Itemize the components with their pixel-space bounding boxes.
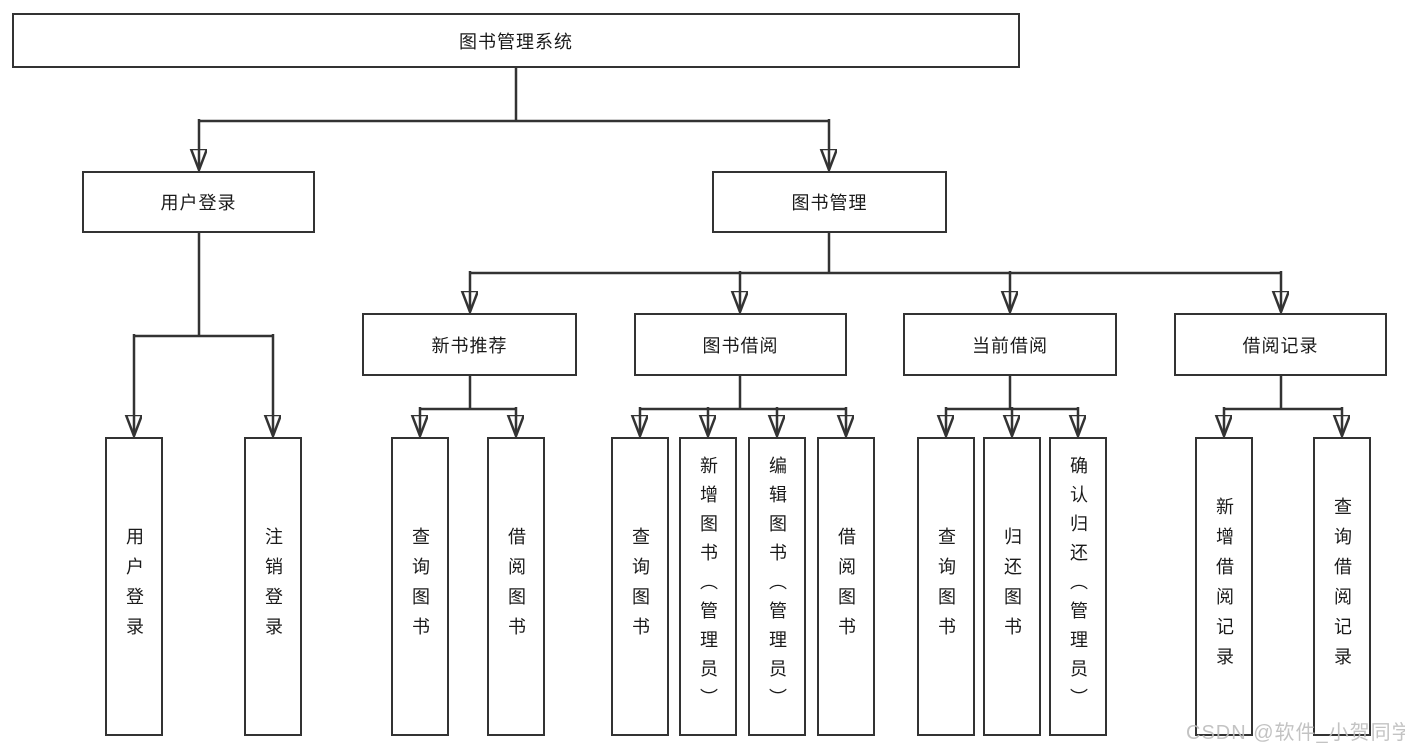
leaf-edit-book-admin: 编辑图书（管理员） <box>748 437 806 736</box>
node-borrow-records: 借阅记录 <box>1174 313 1387 376</box>
node-root-system: 图书管理系统 <box>12 13 1020 68</box>
node-borrow-records-label: 借阅记录 <box>1242 335 1319 356</box>
leaf-query-books-2-label: 查询图书 <box>630 526 650 647</box>
leaf-query-books-1-label: 查询图书 <box>410 526 430 647</box>
leaf-borrow-books-1: 借阅图书 <box>487 437 545 736</box>
node-current-borrow: 当前借阅 <box>903 313 1117 376</box>
node-book-mgmt-label: 图书管理 <box>791 193 868 213</box>
node-user-login: 用户登录 <box>82 171 315 233</box>
leaf-add-borrow-record: 新增借阅记录 <box>1195 437 1253 736</box>
node-new-book-rec-label: 新书推荐 <box>431 335 508 356</box>
node-user-login-label: 用户登录 <box>160 193 237 213</box>
leaf-add-borrow-record-label: 新增借阅记录 <box>1214 496 1234 677</box>
leaf-query-borrow-record: 查询借阅记录 <box>1313 437 1371 736</box>
leaf-user-login-label: 用户登录 <box>124 526 144 647</box>
leaf-borrow-books-1-label: 借阅图书 <box>506 526 526 647</box>
node-root-system-label: 图书管理系统 <box>459 31 573 52</box>
leaf-user-login: 用户登录 <box>105 437 163 736</box>
leaf-borrow-books-2-label: 借阅图书 <box>836 526 856 647</box>
leaf-query-books-3-label: 查询图书 <box>936 526 956 647</box>
node-book-borrow-label: 图书借阅 <box>702 335 779 356</box>
node-new-book-rec: 新书推荐 <box>362 313 577 376</box>
connector-user-login-trunk <box>134 233 273 338</box>
connector-book-mgmt-trunk <box>470 233 1281 275</box>
connector-current-borrow-trunk <box>946 376 1078 411</box>
connector-new-book-rec-trunk <box>420 376 516 411</box>
node-book-mgmt: 图书管理 <box>712 171 947 233</box>
connector-book-borrow-trunk <box>640 376 846 411</box>
leaf-edit-book-admin-label: 编辑图书（管理员） <box>767 456 787 717</box>
leaf-query-books-3: 查询图书 <box>917 437 975 736</box>
leaf-query-books-2: 查询图书 <box>611 437 669 736</box>
leaf-return-book: 归还图书 <box>983 437 1041 736</box>
leaf-logout-label: 注销登录 <box>263 526 283 647</box>
watermark-text: CSDN @软件_小贺同学 <box>1186 722 1405 744</box>
leaf-add-book-admin-label: 新增图书（管理员） <box>698 456 718 717</box>
leaf-logout: 注销登录 <box>244 437 302 736</box>
leaf-add-book-admin: 新增图书（管理员） <box>679 437 737 736</box>
leaf-query-books-1: 查询图书 <box>391 437 449 736</box>
leaf-return-book-label: 归还图书 <box>1002 526 1022 647</box>
leaf-borrow-books-2: 借阅图书 <box>817 437 875 736</box>
connector-borrow-records-trunk <box>1224 376 1342 411</box>
connector-root-trunk <box>199 68 829 123</box>
node-book-borrow: 图书借阅 <box>634 313 847 376</box>
node-current-borrow-label: 当前借阅 <box>972 335 1048 356</box>
leaf-query-borrow-record-label: 查询借阅记录 <box>1332 496 1352 677</box>
leaf-confirm-return-admin-label: 确认归还（管理员） <box>1068 456 1088 717</box>
leaf-confirm-return-admin: 确认归还（管理员） <box>1049 437 1107 736</box>
